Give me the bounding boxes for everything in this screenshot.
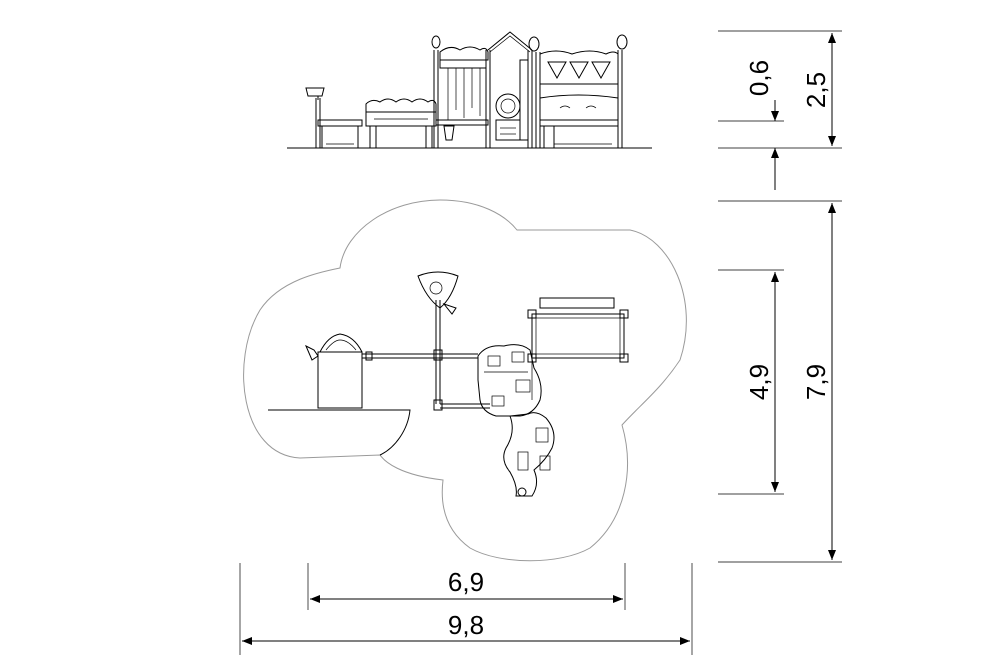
plan-slide-module [305, 333, 363, 409]
plan-beams [362, 300, 490, 411]
left-tower [431, 35, 491, 148]
right-tower [528, 34, 628, 149]
overall-length-label: 9,8 [448, 610, 484, 640]
slide-runout [268, 409, 411, 456]
equipment-length-label: 6,9 [448, 567, 484, 597]
dimensions-vertical-plan: 4,9 7,9 [718, 200, 842, 563]
low-deck [317, 119, 363, 148]
covered-bench [365, 98, 437, 148]
equipment-width-label: 4,9 [744, 364, 774, 400]
plan-right-module [527, 297, 629, 400]
plan-view [243, 199, 687, 562]
plan-tunnel [503, 412, 555, 497]
overall-height-label: 2,5 [801, 72, 831, 108]
safety-zone-outline [243, 199, 687, 562]
dimensions-horizontal: 6,9 9,8 [239, 563, 693, 655]
dimensions-vertical-elevation: 0,6 2,5 [718, 30, 842, 190]
elevation-view [287, 31, 652, 149]
telescope-element [305, 87, 325, 148]
platform-height-label: 0,6 [744, 60, 774, 96]
plan-central-deck [477, 344, 542, 417]
center-tower [487, 31, 533, 148]
overall-width-label: 7,9 [801, 364, 831, 400]
plan-sail [417, 271, 459, 315]
